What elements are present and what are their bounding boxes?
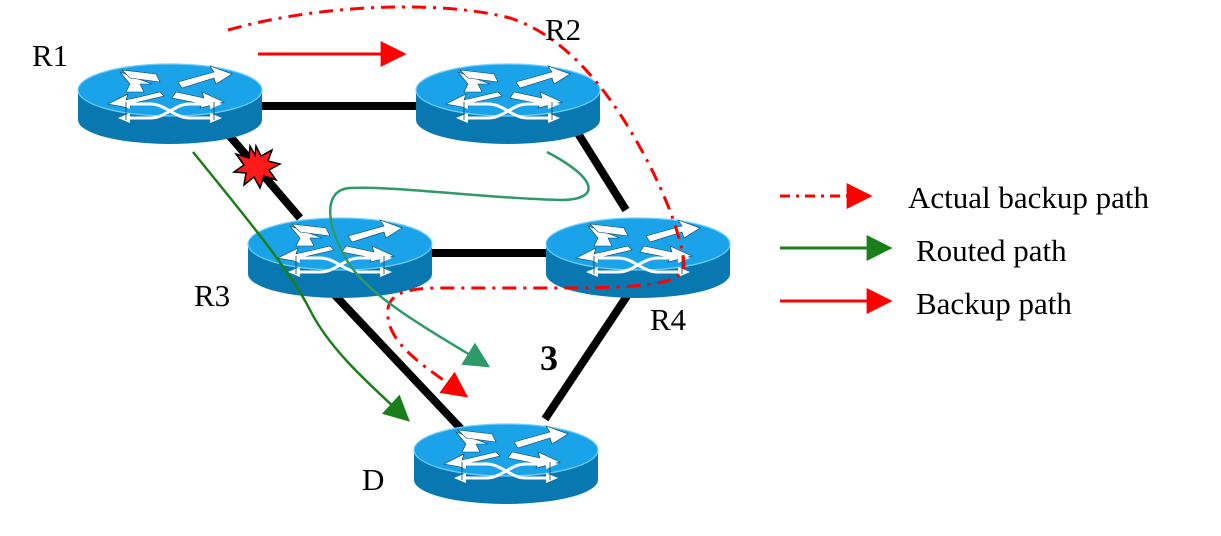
- link-r3-d: [327, 287, 467, 435]
- explosion-icon: [231, 143, 283, 190]
- router-d[interactable]: [412, 422, 600, 506]
- link-r4-d: [541, 287, 635, 422]
- legend-item-backup-path: Backup path: [780, 286, 1072, 321]
- router-icon: [412, 422, 600, 506]
- router-r1[interactable]: [76, 62, 264, 146]
- router-icon: [76, 62, 264, 146]
- link-cost-r4-d: 3: [540, 338, 558, 378]
- node-label-r3: R3: [194, 278, 230, 313]
- node-label-r2: R2: [545, 12, 581, 47]
- node-label-r1: R1: [32, 38, 68, 73]
- link-r2-r4: [570, 124, 630, 213]
- routed-path: [192, 151, 410, 422]
- actual-backup-path: [227, 5, 686, 398]
- legend-item-routed-path: Routed path: [780, 233, 1067, 268]
- router-r2[interactable]: [414, 62, 602, 146]
- links: [218, 102, 635, 435]
- legend-label: Backup path: [916, 286, 1072, 321]
- legend-label: Routed path: [916, 233, 1067, 268]
- legend: Actual backup path Routed path Backup pa…: [780, 180, 1150, 321]
- legend-label: Actual backup path: [908, 180, 1150, 215]
- router-icon: [414, 62, 602, 146]
- node-label-r4: R4: [650, 302, 687, 337]
- legend-item-actual-backup-path: Actual backup path: [780, 180, 1150, 215]
- node-label-d: D: [362, 462, 384, 497]
- routed-path-loop: [328, 150, 590, 368]
